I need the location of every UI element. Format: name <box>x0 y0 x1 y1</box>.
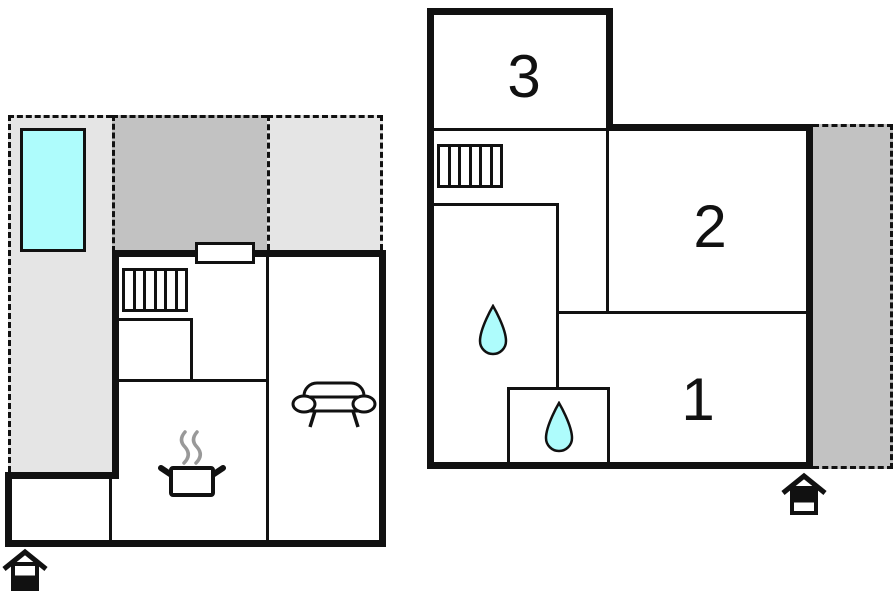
stair-step <box>440 147 451 185</box>
stair-step <box>461 147 472 185</box>
exterior-wall <box>5 472 112 479</box>
room-label-2: 2 <box>693 193 727 260</box>
interior-wall <box>434 203 559 206</box>
room-label-1: 1 <box>681 366 715 433</box>
stair-step <box>125 271 136 309</box>
interior-wall <box>190 318 193 382</box>
sofa-icon <box>291 380 377 430</box>
stove-icon-svg <box>158 430 226 497</box>
interior-wall <box>434 128 606 131</box>
entrance-door <box>195 242 255 264</box>
exterior-wall <box>5 472 12 547</box>
interior-wall <box>556 203 559 390</box>
stair-step <box>146 271 157 309</box>
staircase-icon <box>437 144 503 188</box>
exterior-wall <box>427 462 813 469</box>
exterior-wall <box>606 8 613 131</box>
terrace-right <box>267 115 383 250</box>
staircase-icon <box>122 268 188 312</box>
water-drop-svg <box>478 304 508 356</box>
stair-step <box>157 271 167 309</box>
exterior-wall <box>379 250 386 547</box>
exterior-wall <box>606 124 813 131</box>
upper-entrance-marker-icon <box>781 472 827 516</box>
interior-wall <box>606 131 609 314</box>
stair-step <box>472 147 482 185</box>
interior-wall <box>266 257 269 540</box>
ground-entrance-marker-svg <box>2 548 48 591</box>
balcony <box>813 124 893 469</box>
ground-entrance-marker-icon <box>2 548 48 592</box>
room-label-3: 3 <box>507 43 541 110</box>
exterior-wall <box>806 124 813 469</box>
stair-step <box>167 271 178 309</box>
bathroom-water-drop-icon <box>478 304 508 356</box>
swimming-pool <box>20 128 86 252</box>
exterior-wall <box>5 540 386 547</box>
stair-step <box>493 147 501 185</box>
stair-step <box>136 271 146 309</box>
interior-wall <box>556 311 806 314</box>
sofa-icon-svg <box>291 381 377 428</box>
interior-wall <box>119 379 269 382</box>
stair-step <box>451 147 461 185</box>
ground-floor-annex-interior <box>5 472 112 547</box>
stair-step <box>482 147 493 185</box>
terrace-middle <box>112 115 267 252</box>
interior-wall <box>119 318 193 321</box>
shower-water-drop-icon <box>544 401 574 453</box>
exterior-wall <box>112 250 119 479</box>
upper-room3-interior <box>427 8 613 131</box>
upper-entrance-marker-svg <box>781 472 827 515</box>
exterior-wall <box>427 8 434 469</box>
exterior-wall <box>427 8 613 15</box>
stove-icon <box>158 428 226 498</box>
interior-wall <box>109 479 112 540</box>
water-drop-svg <box>544 401 574 453</box>
